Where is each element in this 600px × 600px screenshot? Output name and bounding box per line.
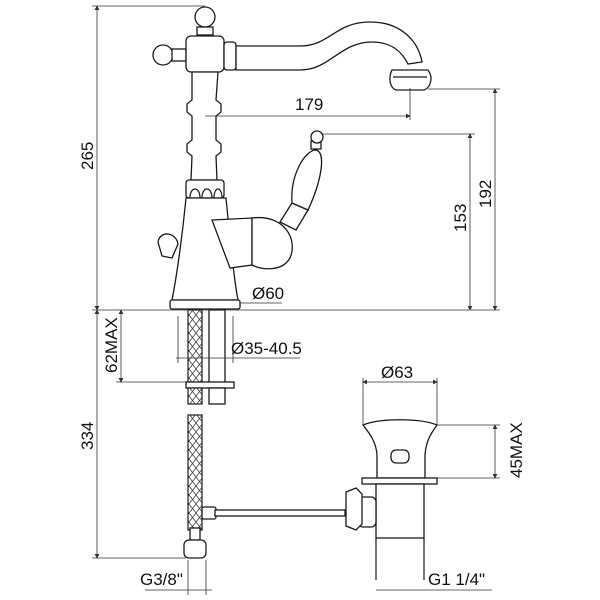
dimension-lines bbox=[92, 5, 500, 595]
drain-flange bbox=[361, 477, 438, 485]
dim-hole-diameter: Ø35-40.5 bbox=[231, 339, 302, 358]
lever-knob bbox=[310, 130, 324, 144]
popup-knob bbox=[157, 233, 179, 259]
dim-hose-thread: G3/8" bbox=[140, 570, 183, 589]
dim-hose-length: 334 bbox=[78, 422, 97, 450]
dim-base-diameter: Ø60 bbox=[252, 284, 284, 303]
column bbox=[186, 71, 222, 181]
drain-rod bbox=[214, 509, 346, 517]
hose-lower bbox=[187, 414, 203, 531]
lever-handle bbox=[291, 149, 323, 211]
top-knob bbox=[194, 6, 216, 28]
handle-hub bbox=[251, 217, 293, 270]
mounting bbox=[183, 309, 346, 559]
spout bbox=[235, 21, 423, 71]
drain-nut bbox=[345, 487, 363, 531]
dim-drain-diameter: Ø63 bbox=[381, 363, 413, 382]
base-ring bbox=[169, 299, 241, 310]
dim-deck-thickness: 62MAX bbox=[102, 317, 121, 373]
dim-drain-thread: G1 1/4" bbox=[428, 570, 485, 589]
drain-body bbox=[375, 483, 425, 539]
faucet bbox=[152, 6, 432, 310]
side-knob bbox=[152, 44, 174, 66]
dim-total-height: 265 bbox=[78, 142, 97, 170]
stud bbox=[208, 309, 226, 384]
cross-body bbox=[185, 35, 225, 73]
dim-drain-max: 45MAX bbox=[507, 422, 526, 478]
hose-nut bbox=[183, 539, 207, 559]
hose-upper bbox=[187, 309, 203, 384]
drain-cap bbox=[361, 419, 439, 479]
dim-handle-height: 153 bbox=[451, 204, 470, 232]
drain bbox=[345, 419, 439, 580]
aerator bbox=[389, 69, 432, 91]
dim-spout-reach: 179 bbox=[295, 95, 323, 114]
mounting-plate bbox=[185, 381, 235, 389]
dim-spout-height: 192 bbox=[476, 180, 495, 208]
drain-slot bbox=[390, 449, 410, 464]
